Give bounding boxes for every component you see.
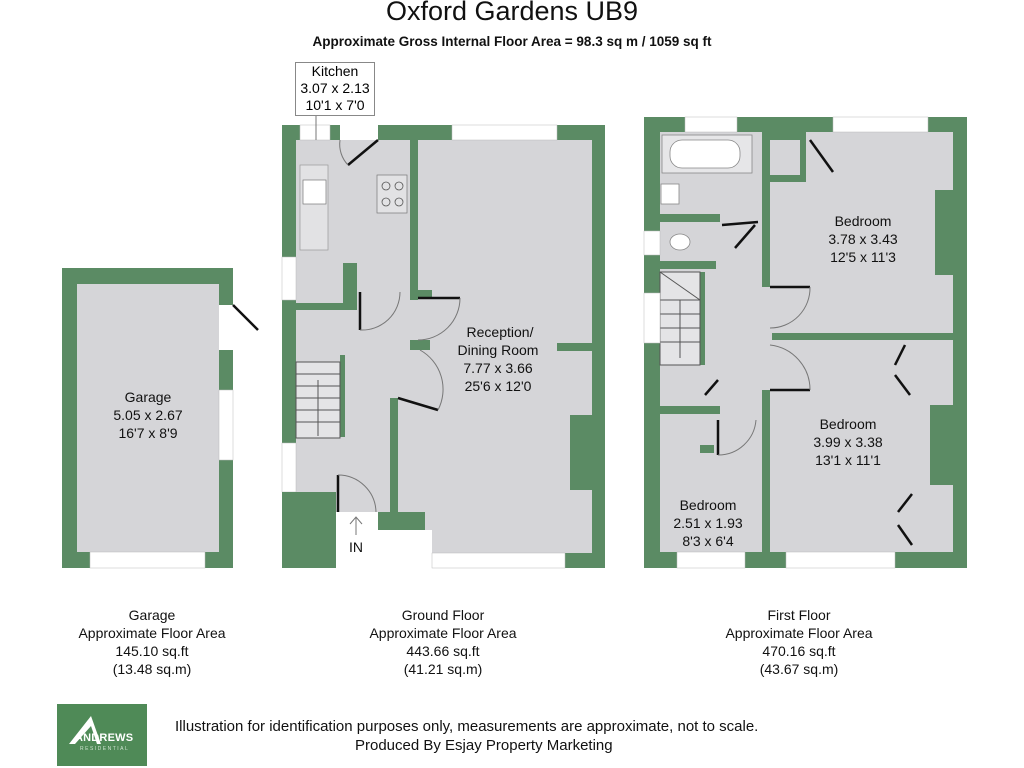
garage-label: Garage — [125, 389, 172, 405]
bedroom2-label: Bedroom — [820, 416, 877, 432]
kitchen-label: Kitchen — [311, 63, 359, 79]
first-floor-plan: Bedroom 3.78 x 3.43 12'5 x 11'3 Bedroom … — [643, 116, 967, 569]
bedroom1-metric: 3.78 x 3.43 — [828, 231, 897, 247]
garage-area-summary: Garage Approximate Floor Area 145.10 sq.… — [32, 606, 272, 678]
floor-sqm: (41.21 sq.m) — [403, 661, 483, 677]
floor-area-subtitle: Approximate Gross Internal Floor Area = … — [312, 34, 712, 49]
toilet-icon — [669, 233, 691, 251]
bedroom3-imperial: 8'3 x 6'4 — [682, 533, 733, 549]
garage-metric: 5.05 x 2.67 — [113, 407, 182, 423]
floor-sqft: 470.16 sq.ft — [762, 643, 836, 659]
roof-icon — [69, 716, 101, 744]
floor-caption: Approximate Floor Area — [725, 625, 873, 641]
andrews-residential-logo: ANDREWS RESIDENTIAL — [57, 704, 147, 766]
bedroom1-imperial: 12'5 x 11'3 — [830, 249, 896, 265]
reception-label-2: Dining Room — [458, 342, 539, 358]
floor-sqft: 145.10 sq.ft — [115, 643, 189, 659]
garage-plan: Garage 5.05 x 2.67 16'7 x 8'9 — [62, 268, 259, 569]
kitchen-metric: 3.07 x 2.13 — [300, 80, 370, 96]
reception-imperial: 25'6 x 12'0 — [465, 378, 532, 394]
entrance-label: IN — [349, 539, 363, 555]
floor-sqm: (13.48 sq.m) — [112, 661, 192, 677]
floor-sqm: (43.67 sq.m) — [759, 661, 839, 677]
entrance-arrow-icon — [349, 516, 363, 535]
ground-floor-area-summary: Ground Floor Approximate Floor Area 443.… — [323, 606, 563, 678]
garage-door — [232, 304, 259, 331]
first-floor-area-summary: First Floor Approximate Floor Area 470.1… — [679, 606, 919, 678]
garage-imperial: 16'7 x 8'9 — [118, 425, 177, 441]
disclaimer: Illustration for identification purposes… — [175, 718, 759, 735]
floor-name: Garage — [128, 607, 176, 623]
reception-label-1: Reception/ — [467, 324, 534, 340]
producer-credit: Produced By Esjay Property Marketing — [355, 737, 613, 754]
hob-icon — [376, 174, 408, 214]
bedroom1-label: Bedroom — [835, 213, 892, 229]
kitchen-imperial: 10'1 x 7'0 — [305, 97, 365, 113]
sink-icon — [302, 179, 327, 205]
basin-icon — [660, 183, 680, 205]
floor-caption: Approximate Floor Area — [78, 625, 226, 641]
floor-name: Ground Floor — [401, 607, 485, 623]
floor-caption: Approximate Floor Area — [369, 625, 517, 641]
bedroom3-label: Bedroom — [680, 497, 737, 513]
logo-name: ANDREWS — [75, 732, 134, 744]
bedroom3-metric: 2.51 x 1.93 — [673, 515, 742, 531]
reception-metric: 7.77 x 3.66 — [463, 360, 532, 376]
kitchen-label-box: Kitchen 3.07 x 2.13 10'1 x 7'0 — [295, 62, 375, 116]
logo-sub: RESIDENTIAL — [80, 746, 130, 752]
floor-sqft: 443.66 sq.ft — [406, 643, 480, 659]
bedroom2-imperial: 13'1 x 11'1 — [815, 452, 881, 468]
floor-name: First Floor — [767, 607, 831, 623]
kitchen-worktop — [299, 164, 329, 251]
page-title: Oxford Gardens UB9 — [385, 0, 639, 26]
bedroom2-metric: 3.99 x 3.38 — [813, 434, 882, 450]
ground-floor-plan: IN Reception/ Dining Room 7.77 x 3.66 25… — [281, 124, 610, 569]
